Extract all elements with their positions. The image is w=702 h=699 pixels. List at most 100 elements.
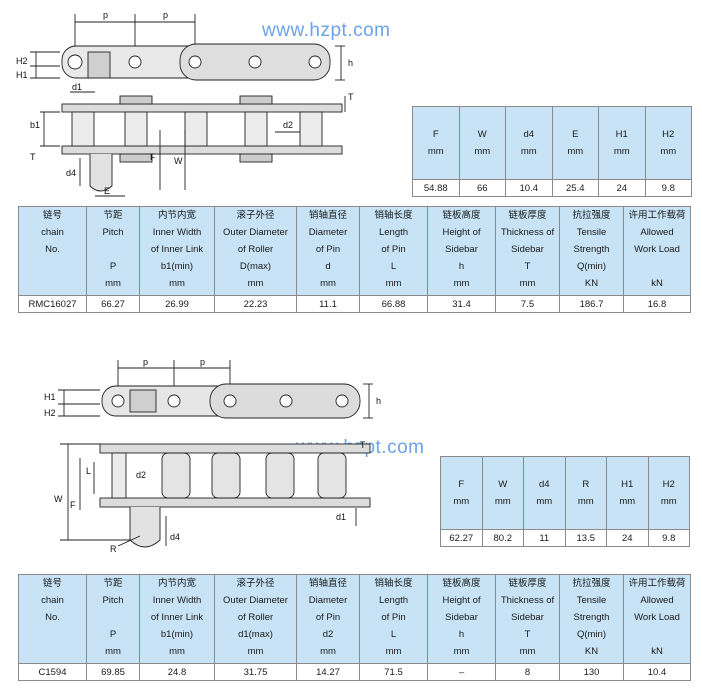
cell-roller-diameter: 22.23 <box>214 295 297 313</box>
attach-unit: mm <box>494 496 511 507</box>
header-cn: 内节内宽 <box>157 578 196 589</box>
header-en: Strength <box>573 612 610 623</box>
header-en: of Pin <box>315 244 341 255</box>
header-en: Work Load <box>634 244 680 255</box>
dim-T-1b: T <box>348 92 354 102</box>
dim-d1-1: d1 <box>72 82 82 92</box>
attach-sym: F <box>458 479 465 490</box>
header-unit: mm <box>519 646 536 657</box>
attach-unit: mm <box>427 146 444 157</box>
attach-unit: mm <box>474 146 491 157</box>
attach-unit: mm <box>613 146 630 157</box>
header-cn: 抗拉强度 <box>572 210 611 221</box>
header-en: of Pin <box>315 612 341 623</box>
header-en: Height of <box>442 595 481 606</box>
dim-T-2: T <box>360 440 366 450</box>
cell-pin-diameter: 11.1 <box>296 295 360 313</box>
attachment-value-row: 54.88 66 10.4 25.4 24 9.8 <box>412 179 692 197</box>
header-sym: b1(min) <box>160 261 194 272</box>
attach-value: 54.88 <box>412 179 460 197</box>
header-en: Outer Diameter <box>223 595 288 606</box>
attach-sym: W <box>498 479 508 490</box>
attach-sym: H1 <box>621 479 634 490</box>
header-sym: h <box>458 629 465 640</box>
cell-pin-length: 66.88 <box>359 295 428 313</box>
header-en: Diameter <box>308 595 348 606</box>
cell-roller-diameter: 31.75 <box>214 663 297 681</box>
chain-diagram-2: p p h H1 H2 T L d2 W F d1 d4 R <box>44 357 381 554</box>
header-unit: mm <box>105 646 121 657</box>
attach-sym: d4 <box>538 479 550 490</box>
header-sym: P <box>109 261 117 272</box>
header-cn: 销轴直径 <box>308 210 347 221</box>
header-en: Inner Width <box>152 595 202 606</box>
header-en: Height of <box>442 227 481 238</box>
header-en <box>87 241 139 258</box>
dim-h-2: h <box>376 396 381 406</box>
attach-value: 11 <box>523 529 566 547</box>
header-en: of Inner Link <box>150 612 204 623</box>
header-en: No. <box>45 612 60 623</box>
dim-d2-2: d2 <box>136 470 146 480</box>
cell-pin-diameter: 14.27 <box>296 663 360 681</box>
header-en: Tensile <box>576 227 607 238</box>
attach-unit: mm <box>577 496 594 507</box>
header-sym: d2 <box>322 629 334 640</box>
dim-b1-1: b1 <box>30 120 40 130</box>
attach-sym: H2 <box>662 479 675 490</box>
header-unit: KN <box>584 646 599 657</box>
header-sym: h <box>458 261 465 272</box>
header-en: of Roller <box>237 244 274 255</box>
attach-sym: d4 <box>523 129 535 140</box>
cell-chain-no: RMC16027 <box>18 295 87 313</box>
attach-unit: mm <box>536 496 553 507</box>
header-sym: P <box>109 629 117 640</box>
attach-unit: mm <box>619 496 636 507</box>
header-sym: Q(min) <box>576 629 607 640</box>
dim-d2-1: d2 <box>283 120 293 130</box>
header-unit: mm <box>453 646 470 657</box>
attach-sym: W <box>477 129 487 140</box>
header-en: Allowed <box>640 227 674 238</box>
header-cn: 滚子外径 <box>236 210 275 221</box>
attach-sym: H2 <box>662 129 675 140</box>
header-cn: 节距 <box>103 578 123 589</box>
header-unit: kN <box>651 646 663 657</box>
header-unit: mm <box>247 278 264 289</box>
header-unit: mm <box>385 646 402 657</box>
attach-value: 24 <box>598 179 646 197</box>
header-cn: 许用工作载荷 <box>628 210 686 221</box>
attach-unit: mm <box>660 146 677 157</box>
dim-R-2: R <box>110 544 117 554</box>
header-cn: 许用工作载荷 <box>628 578 686 589</box>
dim-H2-2: H2 <box>44 408 56 418</box>
dim-F-2: F <box>70 500 76 510</box>
header-cn: 链板高度 <box>442 210 481 221</box>
header-en: Sidebar <box>511 612 544 623</box>
attach-sym: H1 <box>615 129 628 140</box>
attach-unit: mm <box>567 146 584 157</box>
header-en: Sidebar <box>445 612 478 623</box>
attach-sym: F <box>432 129 439 140</box>
header-en: Pitch <box>102 595 124 606</box>
header-en: of Pin <box>381 612 406 623</box>
chain-diagram-1: p p h H2 H1 d1 b1 T T d2 F W d4 E <box>16 10 354 197</box>
watermark-top: www.hzpt.com <box>262 20 391 41</box>
attach-value: 9.8 <box>644 179 692 197</box>
header-en: Length <box>378 595 409 606</box>
header-cn: 链板厚度 <box>508 578 547 589</box>
header-cn: 滚子外径 <box>236 578 275 589</box>
header-en: Diameter <box>308 227 348 238</box>
header-cn: 链板高度 <box>442 578 481 589</box>
header-sym: L <box>390 629 397 640</box>
header-en: chain <box>41 227 64 238</box>
header-en: Work Load <box>634 612 680 623</box>
header-sym: D(max) <box>239 261 272 272</box>
dim-p-2b: p <box>200 357 205 367</box>
cell-sidebar-height: – <box>427 663 496 681</box>
